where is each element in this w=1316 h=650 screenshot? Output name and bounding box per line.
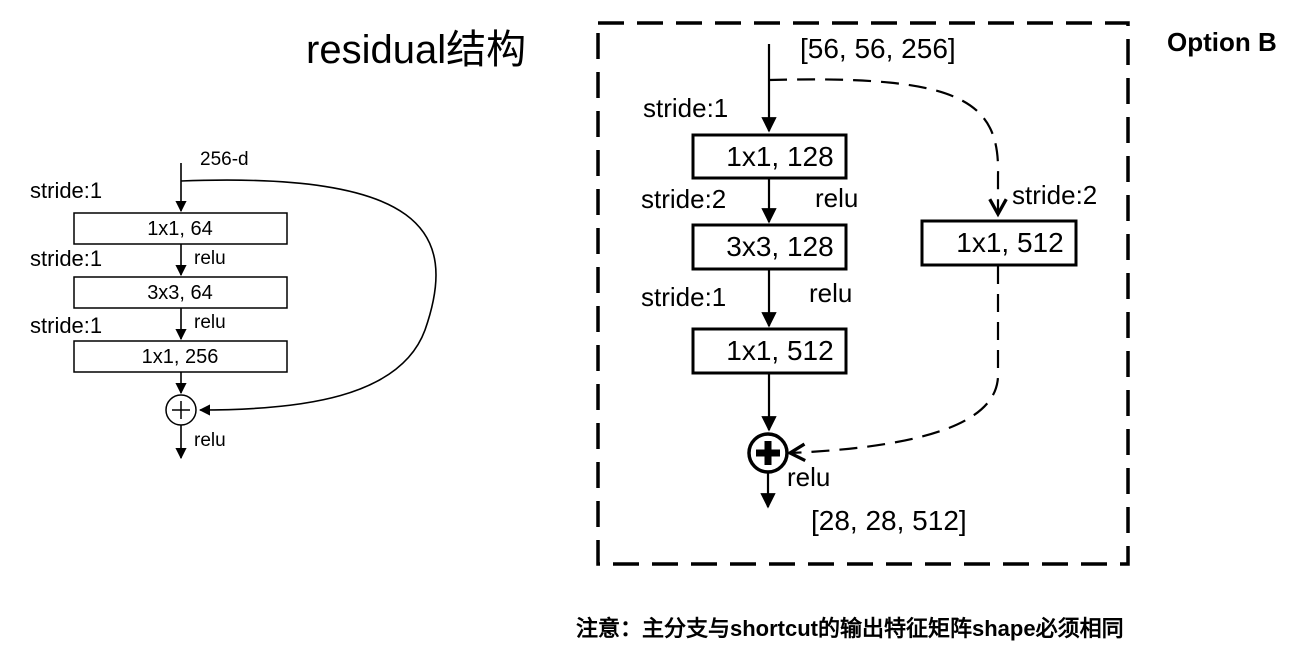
footer-note: 注意：主分支与shortcut的输出特征矩阵shape必须相同 (576, 616, 1124, 641)
left-residual-block: 256-d stride:1 1x1, 64 stride:1 relu 3x3… (30, 149, 437, 460)
left-stride-label-3: stride:1 (30, 313, 102, 338)
main-relu-label-2: relu (809, 278, 852, 308)
left-layer-box-label-1: 1x1, 64 (147, 218, 213, 240)
shortcut-box-label: 1x1, 512 (956, 227, 1063, 258)
left-layer-box-label-2: 3x3, 64 (147, 282, 213, 304)
left-layer-box-label-3: 1x1, 256 (142, 346, 219, 368)
shortcut-to-add-arrow (790, 266, 1000, 453)
main-layer-box-label-2: 3x3, 128 (726, 231, 833, 262)
option-b-frame (596, 21, 1130, 566)
left-stride-label-1: stride:1 (30, 178, 102, 203)
input-shape-label: [56, 56, 256] (800, 33, 956, 64)
left-input-dim-label: 256-d (200, 149, 249, 170)
left-add-node (165, 394, 197, 426)
main-stride-label-2: stride:2 (641, 184, 726, 214)
option-b-block: Option B [56, 56, 256] stride:2 1x1, 512… (596, 21, 1277, 566)
left-shortcut-arrow (180, 179, 437, 416)
main-stride-label-3: stride:1 (641, 282, 726, 312)
main-layer-box-label-1: 1x1, 128 (726, 141, 833, 172)
main-layer-box-1 (691, 133, 848, 180)
main-layer-box-2 (691, 223, 848, 271)
main-stride-label-1: stride:1 (643, 93, 728, 123)
shortcut-dashed-arrow (768, 78, 998, 214)
shortcut-stride-label: stride:2 (1012, 180, 1097, 210)
left-layer-box-1 (73, 212, 288, 245)
shortcut-box (920, 219, 1078, 267)
main-output-relu-label: relu (787, 462, 830, 492)
left-stride-label-2: stride:1 (30, 246, 102, 271)
main-layer-box-label-3: 1x1, 512 (726, 335, 833, 366)
output-shape-label: [28, 28, 512] (811, 505, 967, 536)
left-layer-box-3 (73, 340, 288, 373)
left-output-relu-label: relu (194, 430, 226, 451)
left-relu-label-1: relu (194, 248, 226, 269)
left-layer-box-2 (73, 276, 288, 309)
main-relu-label-1: relu (815, 183, 858, 213)
option-b-label: Option B (1167, 27, 1277, 57)
diagram-title: residual结构 (306, 28, 526, 72)
left-relu-label-2: relu (194, 312, 226, 333)
main-add-node (747, 432, 789, 474)
